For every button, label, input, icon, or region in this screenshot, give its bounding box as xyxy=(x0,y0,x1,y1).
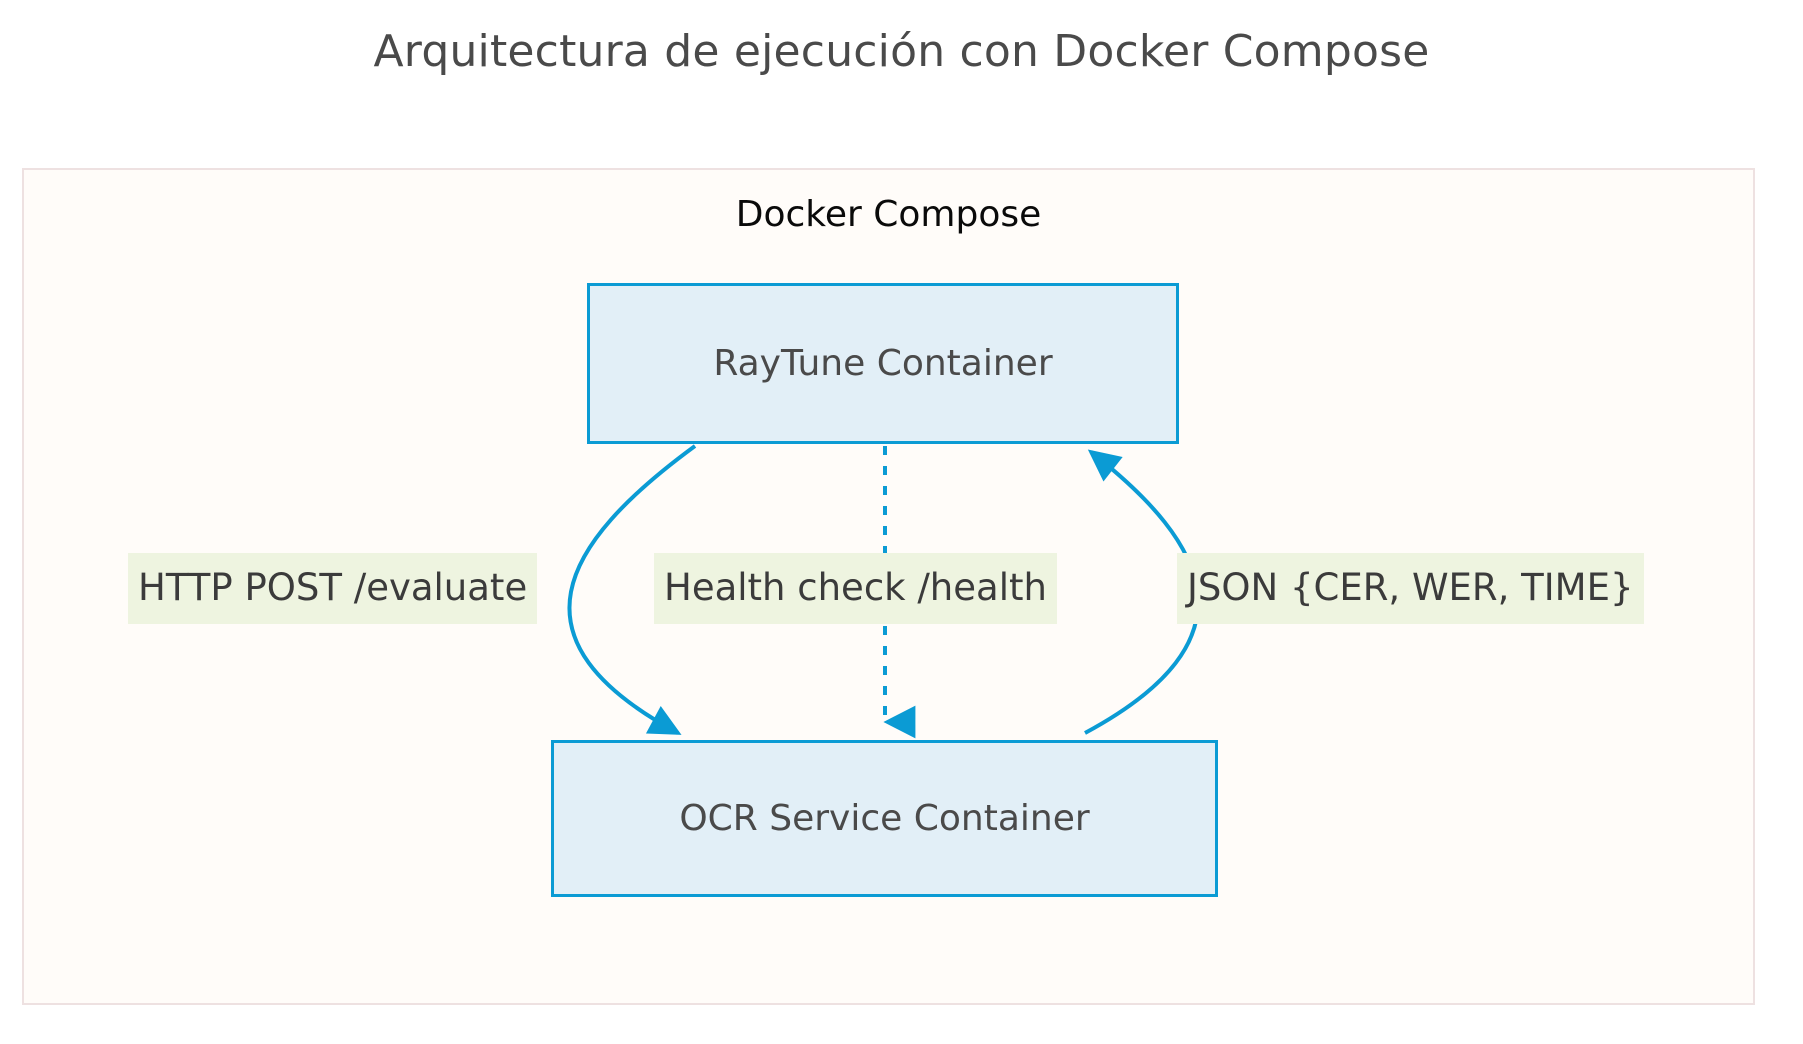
page-title: Arquitectura de ejecución con Docker Com… xyxy=(373,26,1430,77)
node-ocr-service-container[interactable]: OCR Service Container xyxy=(551,740,1218,897)
edge-label-health-check: Health check /health xyxy=(654,553,1057,624)
node-raytune-label: RayTune Container xyxy=(713,342,1053,384)
subgraph-label: Docker Compose xyxy=(735,194,1042,235)
edge-label-json-metrics: JSON {CER, WER, TIME} xyxy=(1177,553,1644,624)
edge-label-http-post-evaluate: HTTP POST /evaluate xyxy=(128,553,538,624)
node-raytune-container[interactable]: RayTune Container xyxy=(587,283,1179,444)
node-ocr-label: OCR Service Container xyxy=(679,797,1090,839)
